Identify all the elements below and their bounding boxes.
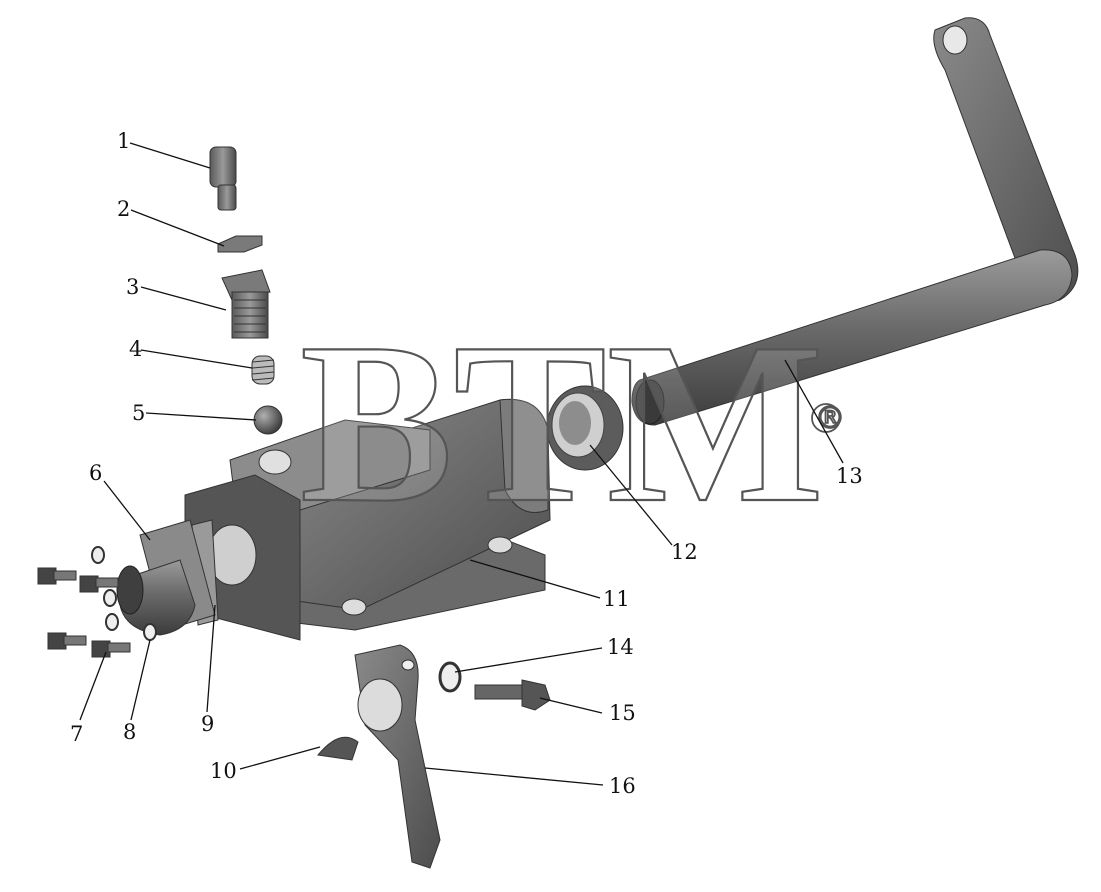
callout-7: 7 (70, 722, 83, 746)
callout-1: 1 (117, 129, 130, 153)
bushing-part (546, 385, 624, 471)
callout-11: 11 (603, 587, 630, 611)
callouts: 1 2 3 4 5 6 7 8 9 10 11 12 13 14 15 16 (70, 129, 863, 798)
washer-part (438, 661, 462, 693)
callout-16: 16 (609, 774, 636, 798)
callout-2: 2 (117, 197, 130, 221)
ball-part (253, 405, 283, 435)
leader-lines (79, 142, 844, 786)
plug-part (209, 146, 237, 211)
watermark: BTM ® (299, 294, 846, 551)
watermark-registered-mark: ® (815, 401, 845, 436)
callout-15: 15 (609, 701, 636, 725)
watermark-text: BTM (300, 295, 824, 550)
bolt-part (474, 679, 551, 711)
washers-part (91, 546, 157, 641)
cover-flange-part (116, 519, 216, 636)
callout-4: 4 (129, 337, 142, 361)
callout-6: 6 (89, 461, 102, 485)
callout-3: 3 (126, 275, 139, 299)
nut-part (217, 235, 263, 253)
callout-13: 13 (836, 464, 863, 488)
callout-12: 12 (671, 540, 698, 564)
callout-8: 8 (123, 720, 136, 744)
callout-14: 14 (607, 635, 634, 659)
spring-part (251, 355, 275, 385)
threaded-bushing-part (221, 269, 271, 339)
bolts-part (37, 567, 131, 658)
housing-part (184, 398, 551, 641)
key-part (317, 736, 359, 761)
callout-10: 10 (210, 759, 237, 783)
lever-part (354, 644, 441, 869)
callout-9: 9 (201, 712, 214, 736)
callout-5: 5 (132, 401, 145, 425)
crank-handle-part (631, 17, 1079, 426)
